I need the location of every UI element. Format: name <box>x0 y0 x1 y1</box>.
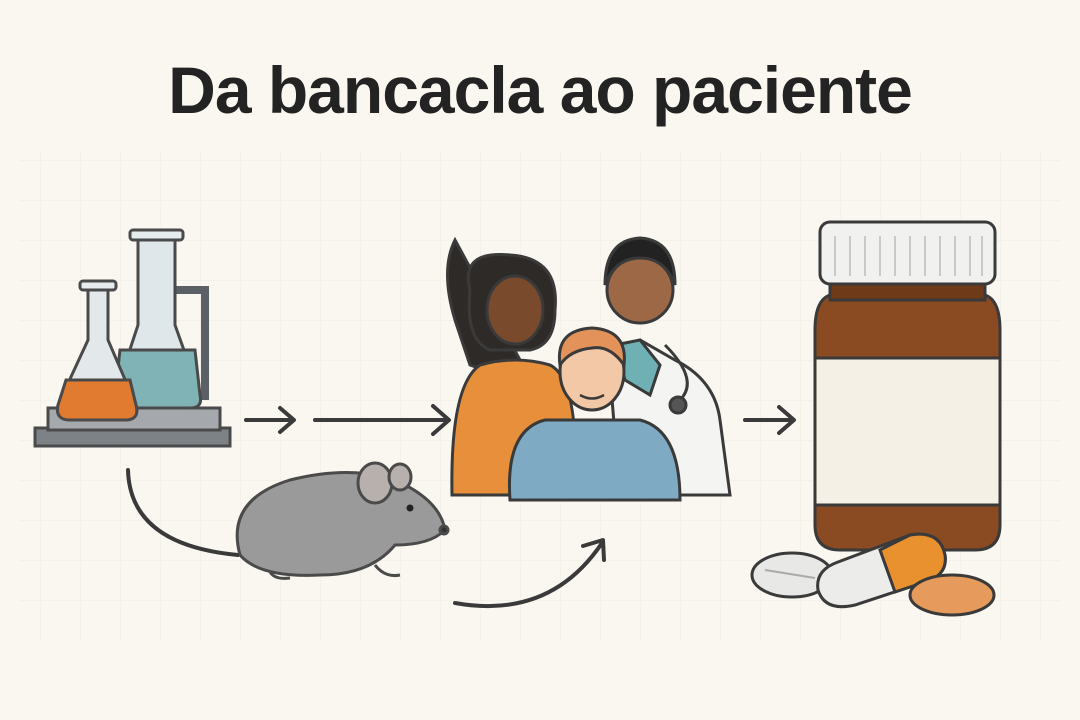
people-group-icon <box>446 236 732 502</box>
mouse-icon <box>235 461 450 580</box>
pills-icon <box>750 532 996 617</box>
arrow-right-icon <box>743 405 796 435</box>
mouse-tail-line <box>126 468 240 557</box>
medicine-bottle-icon <box>813 220 1002 552</box>
lab-flasks-icon <box>33 228 232 448</box>
curved-arrow-icon <box>453 538 606 608</box>
page-title: Da bancacla ao paciente <box>168 53 913 127</box>
arrow-right-icon <box>244 406 296 434</box>
arrow-right-icon <box>313 404 451 436</box>
